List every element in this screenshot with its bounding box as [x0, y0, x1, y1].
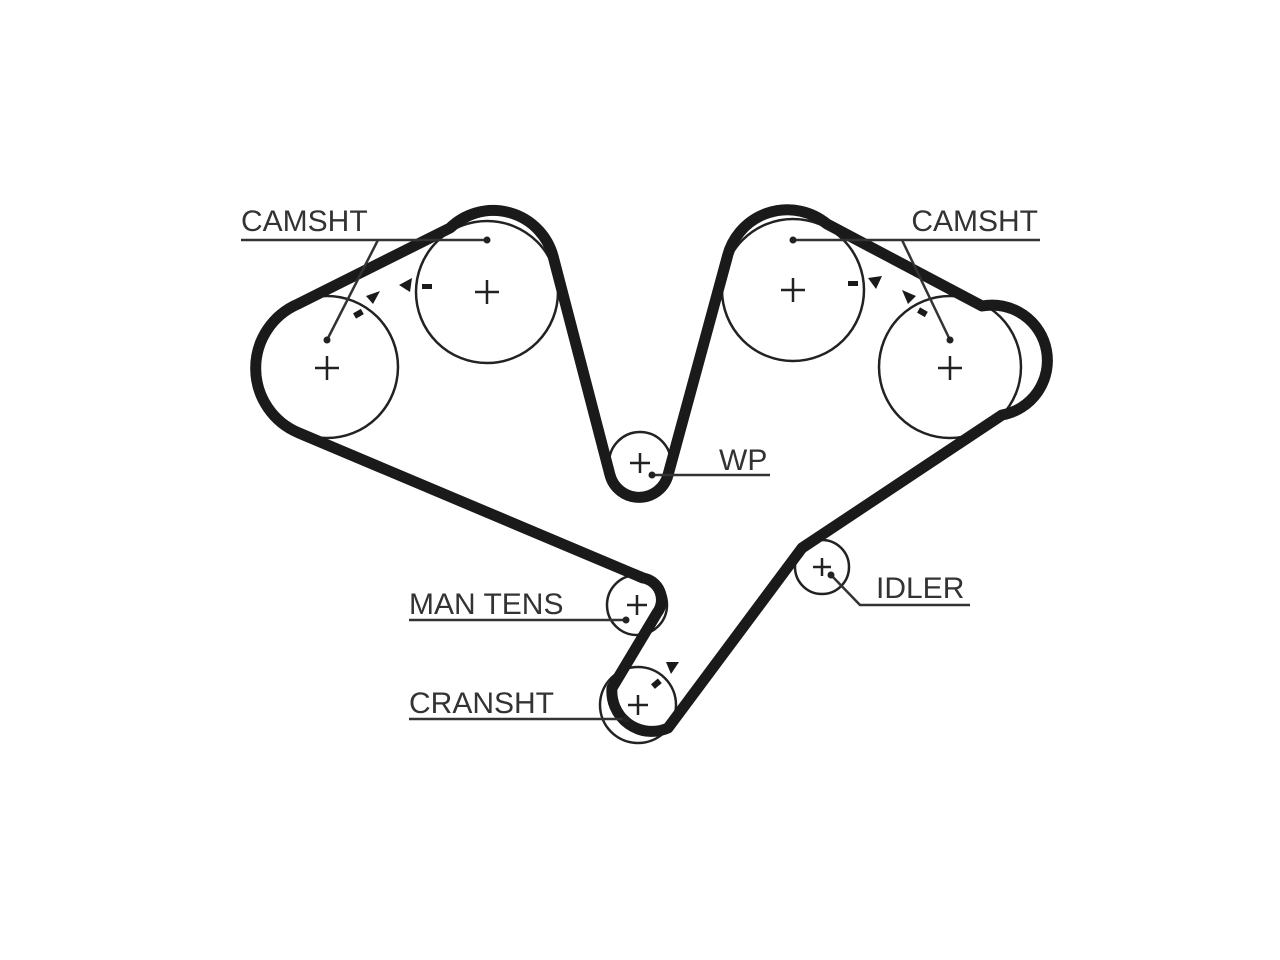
- leader-lines: [241, 236, 1040, 723]
- crankshaft-label: CRANSHT: [409, 687, 554, 720]
- idler-label: IDLER: [876, 572, 964, 605]
- timing-belt: [250, 204, 1053, 737]
- water-pump-label: WP: [719, 444, 767, 477]
- timing-marks: [353, 276, 928, 689]
- manual-tensioner-label: MAN TENS: [409, 588, 563, 621]
- center-crosses: [315, 278, 962, 715]
- camshaft-left-label: CAMSHT: [241, 205, 368, 238]
- camshaft-right-label: CAMSHT: [911, 205, 1038, 238]
